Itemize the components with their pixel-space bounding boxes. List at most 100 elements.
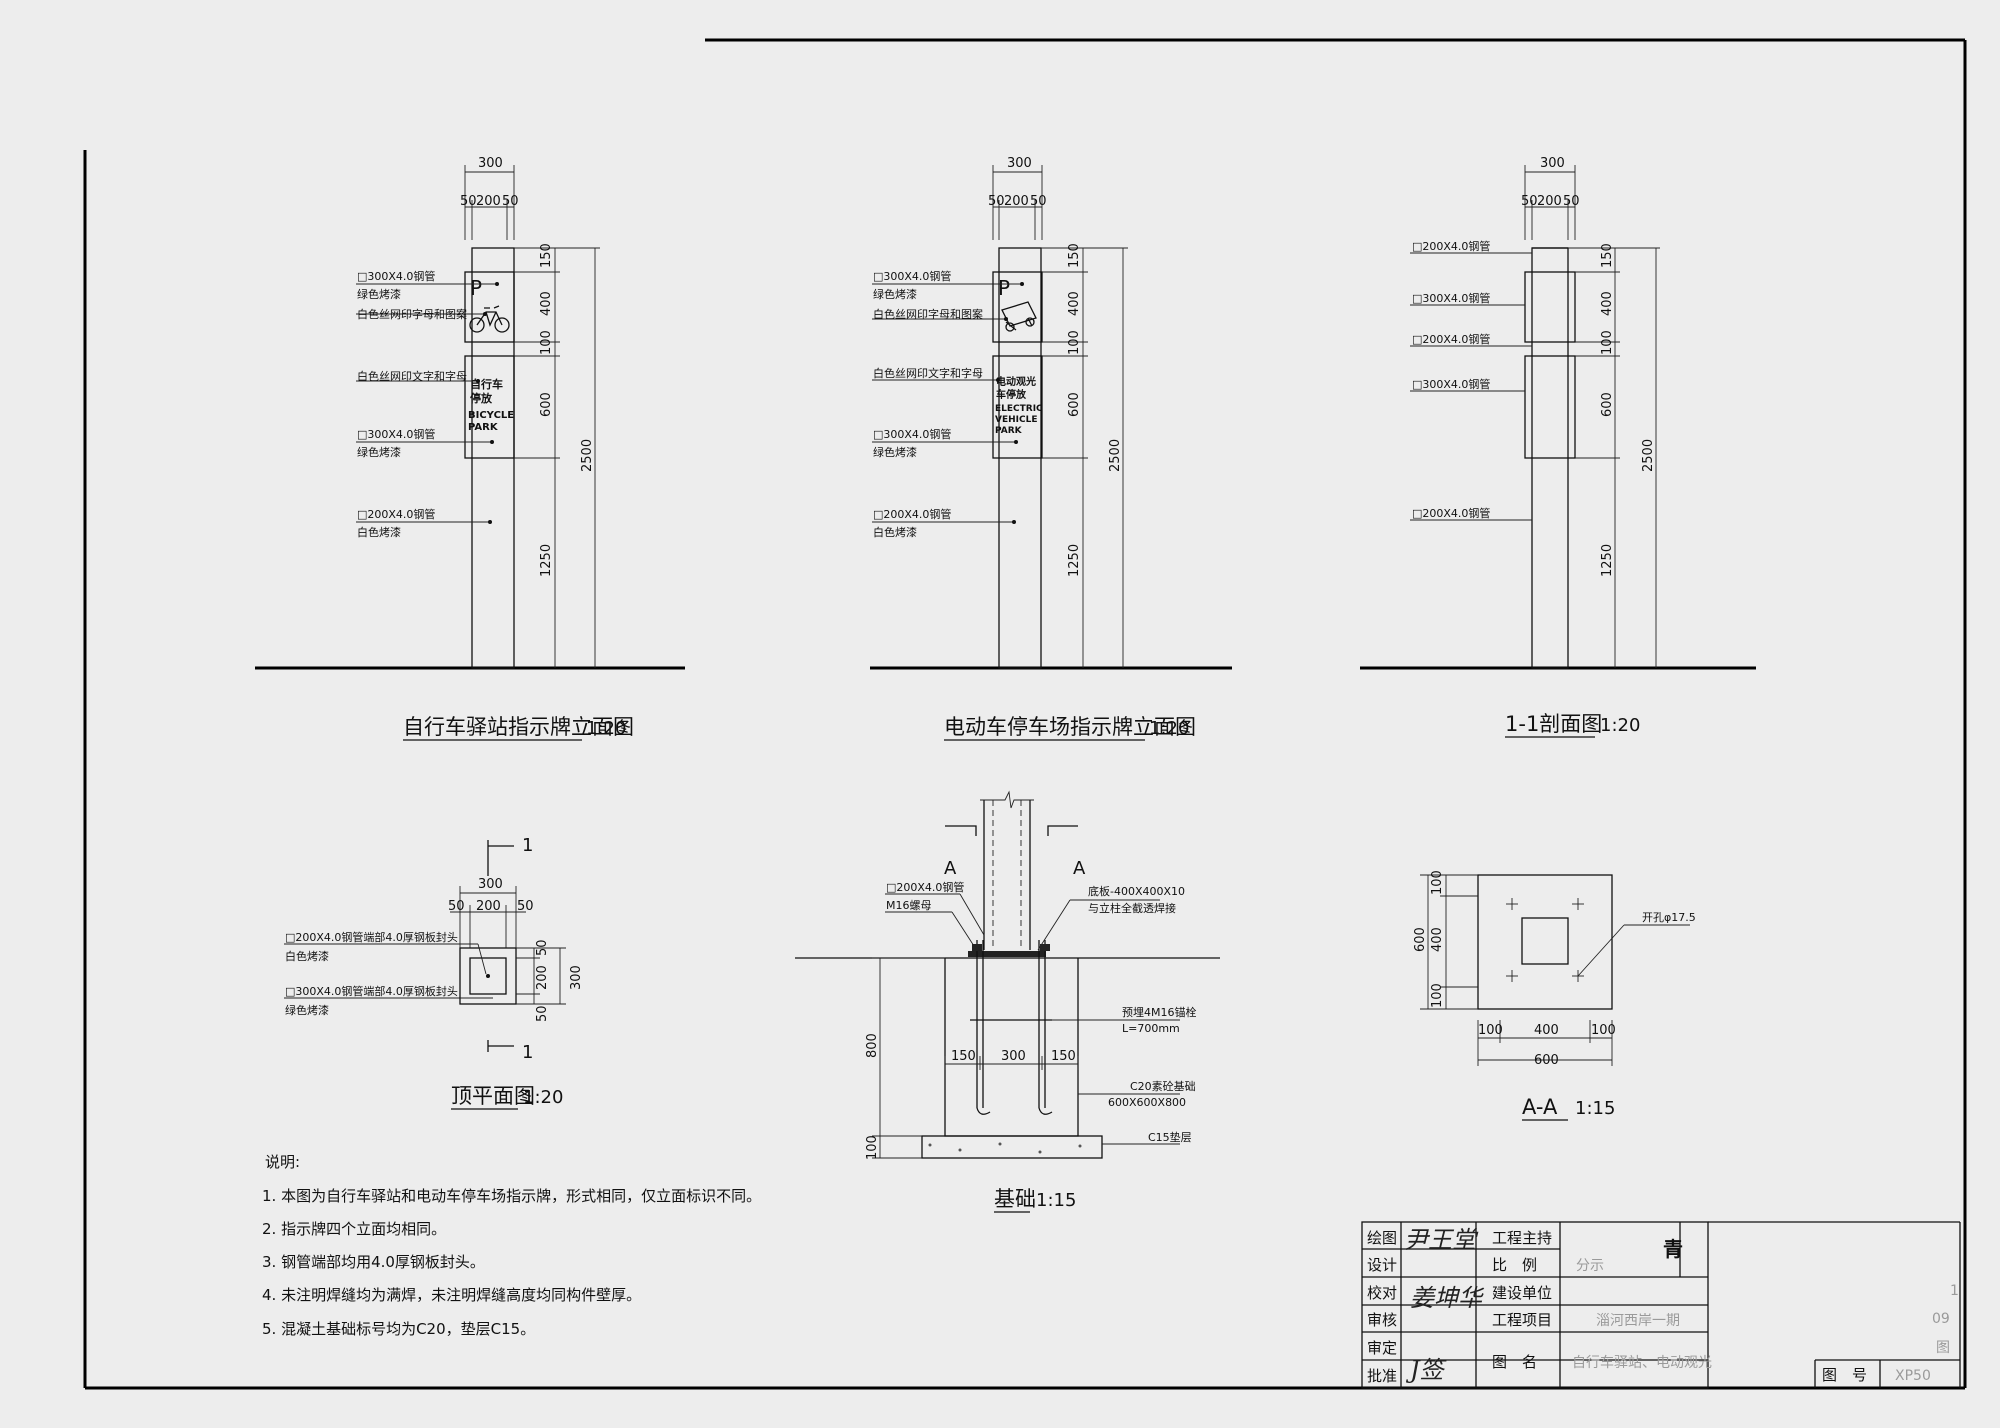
dim-300: 300 — [478, 156, 503, 171]
tb-r1b: 工程主持 — [1492, 1229, 1552, 1247]
lower-panel — [992, 355, 1043, 459]
dim-800: 800 — [865, 1033, 880, 1058]
dim-h150: 150 — [1600, 243, 1615, 268]
tb-drawno-label: 图 号 — [1822, 1366, 1867, 1384]
dim-h150: 150 — [539, 243, 554, 268]
label-3: 白色丝网印字母和图案 — [357, 307, 467, 321]
dim-h600: 600 — [1067, 392, 1082, 417]
vehicle-icon — [1001, 301, 1037, 332]
tb-side2: 09 — [1932, 1311, 1950, 1327]
label-3: 白色丝网印字母和图案 — [873, 307, 983, 321]
tb-r4b: 工程项目 — [1492, 1311, 1552, 1329]
note-3: 3. 钢管端部均用4.0厚钢板封头。 — [262, 1253, 485, 1271]
dim-150a: 150 — [951, 1049, 976, 1064]
tb-r5a: 审定 — [1367, 1339, 1397, 1357]
tb-side3: 图 — [1936, 1340, 1950, 1356]
cut-a-left: A — [944, 858, 957, 879]
view-scale: 1:15 — [1036, 1190, 1076, 1211]
label-5: 预埋4M16锚栓 — [1122, 1005, 1197, 1019]
tb-side1: 1 — [1950, 1283, 1959, 1299]
top-dims — [1524, 165, 1576, 240]
side-dims — [1568, 247, 1660, 668]
top-dims — [464, 165, 515, 240]
view-title: 电动车停车场指示牌立面图 — [944, 715, 1196, 739]
label-2: 绿色烤漆 — [357, 287, 401, 301]
dim-h100b: 100 — [1591, 1023, 1616, 1038]
dim-h400: 400 — [1600, 291, 1615, 316]
dim-v300: 300 — [569, 965, 584, 990]
sign-cn2: 车停放 — [996, 388, 1027, 401]
dim-h600: 600 — [1600, 392, 1615, 417]
upper-panel — [992, 271, 1043, 343]
label-3: □200X4.0钢管 — [1412, 332, 1490, 346]
label-3: □300X4.0钢管端部4.0厚钢板封头 — [285, 984, 458, 998]
tb-r1a: 绘图 — [1367, 1229, 1397, 1247]
sign-p: P — [998, 276, 1010, 300]
note-1: 1. 本图为自行车驿站和电动车停车场指示牌，形式相同，仅立面标识不同。 — [262, 1187, 761, 1205]
view-scale: 1:20 — [1149, 718, 1189, 739]
dim-h400: 400 — [539, 291, 554, 316]
label-6: 绿色烤漆 — [357, 445, 401, 459]
label-6: L=700mm — [1122, 1022, 1180, 1035]
view-scale: 1:20 — [523, 1087, 563, 1108]
section-1-1: 300 50 200 50 150 400 100 600 1250 2500 … — [1360, 156, 1756, 738]
upper-panel — [464, 271, 515, 343]
signature-3: J签 — [1405, 1356, 1448, 1384]
note-5: 5. 混凝土基础标号均为C20，垫层C15。 — [262, 1320, 535, 1338]
dim-v50a: 50 — [535, 939, 550, 956]
tb-r3a: 校对 — [1367, 1284, 1397, 1302]
dim-h2500: 2500 — [580, 439, 595, 472]
signature-2: 姜坤华 — [1410, 1284, 1485, 1312]
dim-200: 200 — [1004, 194, 1029, 209]
dim-150b: 150 — [1051, 1049, 1076, 1064]
dim-200: 200 — [476, 899, 501, 914]
leaders — [356, 283, 497, 523]
tb-r2a: 设计 — [1367, 1256, 1397, 1274]
tb-r3b: 建设单位 — [1492, 1284, 1552, 1302]
dim-h1250: 1250 — [1067, 544, 1082, 577]
view-title: A-A — [1522, 1095, 1558, 1119]
sign-cn1: 自行车 — [470, 377, 503, 391]
dim-h100: 100 — [539, 330, 554, 355]
tb-r2b: 比 例 — [1492, 1256, 1537, 1274]
dim-h400: 400 — [1534, 1023, 1559, 1038]
side-dims — [514, 247, 600, 668]
bicycle-sign-elevation: P 自行车 停放 BICYCLE PARK 300 50 200 50 — [255, 156, 685, 741]
c15-cushion — [921, 1135, 1103, 1159]
label-4: 白色丝网印文字和字母 — [873, 366, 983, 380]
base-plate — [1477, 874, 1613, 1010]
label-2: □300X4.0钢管 — [1412, 291, 1490, 305]
anchor-bolts — [970, 940, 1053, 1115]
dim-300: 300 — [478, 877, 503, 892]
label-1: □300X4.0钢管 — [357, 269, 435, 283]
leaders — [872, 283, 1022, 523]
view-scale: 1:20 — [586, 718, 626, 739]
cut-label-top: 1 — [522, 835, 533, 856]
label-4: 绿色烤漆 — [285, 1003, 329, 1017]
view-scale: 1:15 — [1575, 1098, 1615, 1119]
note-4: 4. 未注明焊缝均为满焊，未注明焊缝高度均同构件壁厚。 — [262, 1286, 641, 1304]
label-8: 白色烤漆 — [357, 525, 401, 539]
title-block: 绘图 设计 校对 审核 审定 批准 尹王堂 姜坤华 J签 工程主持 比 例 建设… — [1361, 1221, 1961, 1389]
dim-300: 300 — [1007, 156, 1032, 171]
label-7: □200X4.0钢管 — [873, 507, 951, 521]
general-notes: 说明: 1. 本图为自行车驿站和电动车停车场指示牌，形式相同，仅立面标识不同。 … — [262, 1153, 761, 1338]
sign-cn1: 电动观光 — [996, 375, 1036, 388]
view-scale: 1:20 — [1600, 715, 1640, 736]
dim-h1250: 1250 — [1600, 544, 1615, 577]
label-4: 白色丝网印文字和字母 — [357, 369, 467, 383]
label-2: M16螺母 — [886, 899, 932, 912]
dim-h150: 150 — [1067, 243, 1082, 268]
label-2: 绿色烤漆 — [873, 287, 917, 301]
tb-r4v: 淄河西岸一期 — [1596, 1313, 1680, 1329]
dim-h1250: 1250 — [539, 544, 554, 577]
leaders — [1410, 252, 1532, 521]
sign-p: P — [470, 276, 482, 300]
hole-label: 开孔φ17.5 — [1642, 911, 1696, 924]
tb-r2v: 分示 — [1576, 1258, 1604, 1274]
dim-h600: 600 — [539, 392, 554, 417]
outer-tube — [459, 947, 517, 1005]
inner-tube — [469, 957, 507, 995]
label-5: □200X4.0钢管 — [1412, 506, 1490, 520]
